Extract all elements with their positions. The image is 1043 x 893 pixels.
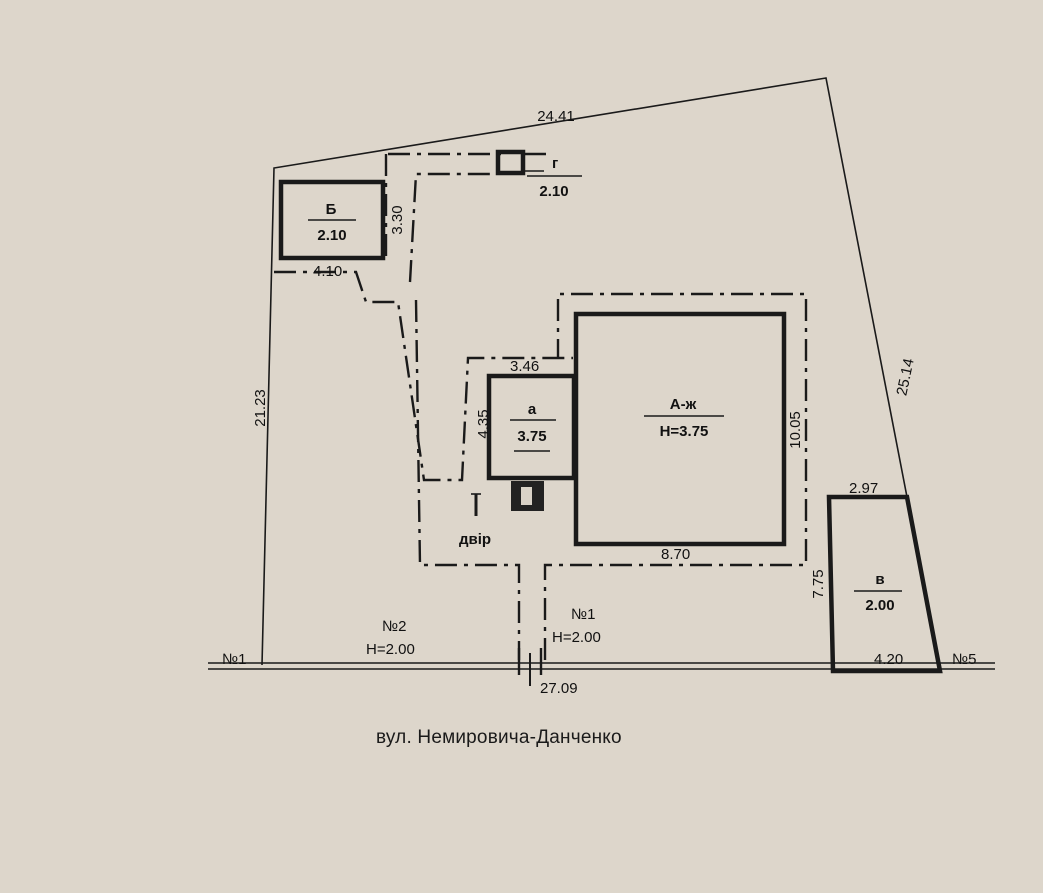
building-v-height: 2.00 — [865, 597, 894, 614]
fence-n2: №2 — [382, 618, 406, 635]
building-b-label: Б — [326, 201, 337, 218]
fence-n1-center: №1 — [571, 606, 595, 623]
porch-inner — [521, 487, 532, 505]
yard-label: двір — [459, 531, 491, 548]
dim-main-bottom: 8.70 — [661, 546, 690, 563]
dim-v-side: 7.75 — [810, 569, 827, 598]
street-name: вул. Немировича-Данченко — [376, 727, 622, 748]
dim-main-side: 10.05 — [787, 411, 804, 449]
building-a — [486, 373, 577, 481]
building-a-label: а — [528, 401, 537, 418]
fence-lines — [274, 152, 808, 660]
building-g-label: г — [552, 155, 558, 172]
fence-n2-height: H=2.00 — [366, 641, 415, 658]
building-b-height: 2.10 — [317, 227, 346, 244]
building-v-label: в — [875, 571, 884, 588]
dim-left: 21.23 — [252, 389, 269, 427]
fence-n1-left: №1 — [222, 651, 246, 668]
building-g — [495, 149, 526, 176]
dim-b-vertical: 3.30 — [389, 205, 406, 234]
dim-a-side: 4.35 — [475, 409, 492, 438]
dim-v-top: 2.97 — [849, 480, 878, 497]
building-v — [826, 494, 943, 674]
building-main-height: H=3.75 — [660, 423, 709, 440]
building-main-label: А-ж — [670, 396, 697, 413]
building-b — [278, 179, 386, 261]
dim-top: 24.41 — [537, 108, 575, 125]
dim-right: 25.14 — [893, 357, 917, 397]
fence-n1-center-height: H=2.00 — [552, 629, 601, 646]
dim-a-top: 3.46 — [510, 358, 539, 375]
dim-v-bottom: 4.20 — [874, 651, 903, 668]
building-g-height: 2.10 — [539, 183, 568, 200]
dim-b-bottom: 4.10 — [313, 263, 342, 280]
fence-n5: №5 — [952, 651, 976, 668]
building-a-height: 3.75 — [517, 428, 546, 445]
dim-bottom: 27.09 — [540, 680, 578, 697]
lot-boundary — [261, 77, 908, 666]
